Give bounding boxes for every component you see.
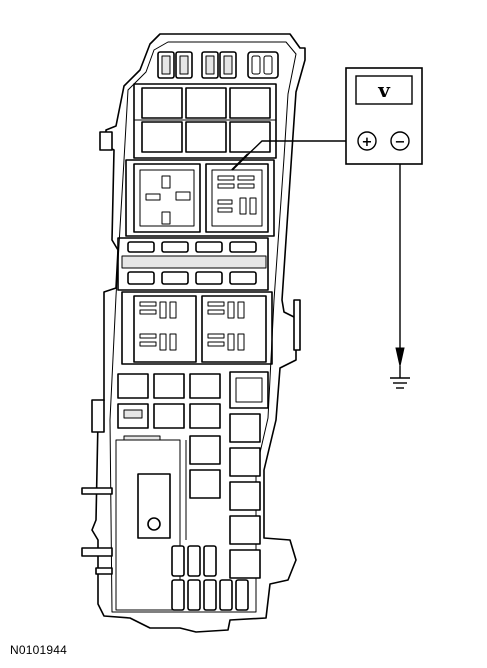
ground-symbol-icon [390, 347, 410, 389]
positive-terminal-label: + [362, 135, 373, 150]
upper-relay-block [133, 83, 277, 159]
meter-display-symbol: v [377, 78, 391, 102]
negative-terminal-label: − [395, 135, 406, 150]
lower-left-housing [115, 435, 187, 611]
bottom-mini-fuse-row [171, 545, 249, 611]
negative-terminal [390, 131, 410, 151]
figure-reference-code: N0101944 [10, 643, 67, 657]
top-mini-fuse-row [157, 51, 279, 79]
middle-relay-pair [125, 159, 275, 237]
positive-probe-lead [237, 140, 350, 165]
voltmeter: v + − [345, 67, 423, 165]
lower-relay-pair [121, 291, 273, 365]
test-leads [231, 140, 401, 348]
positive-terminal [357, 131, 377, 151]
probe-tip-icon [231, 153, 249, 171]
meter-display [355, 75, 413, 105]
lower-socket-grid [117, 371, 269, 579]
cartridge-fuse-rows [117, 237, 269, 291]
